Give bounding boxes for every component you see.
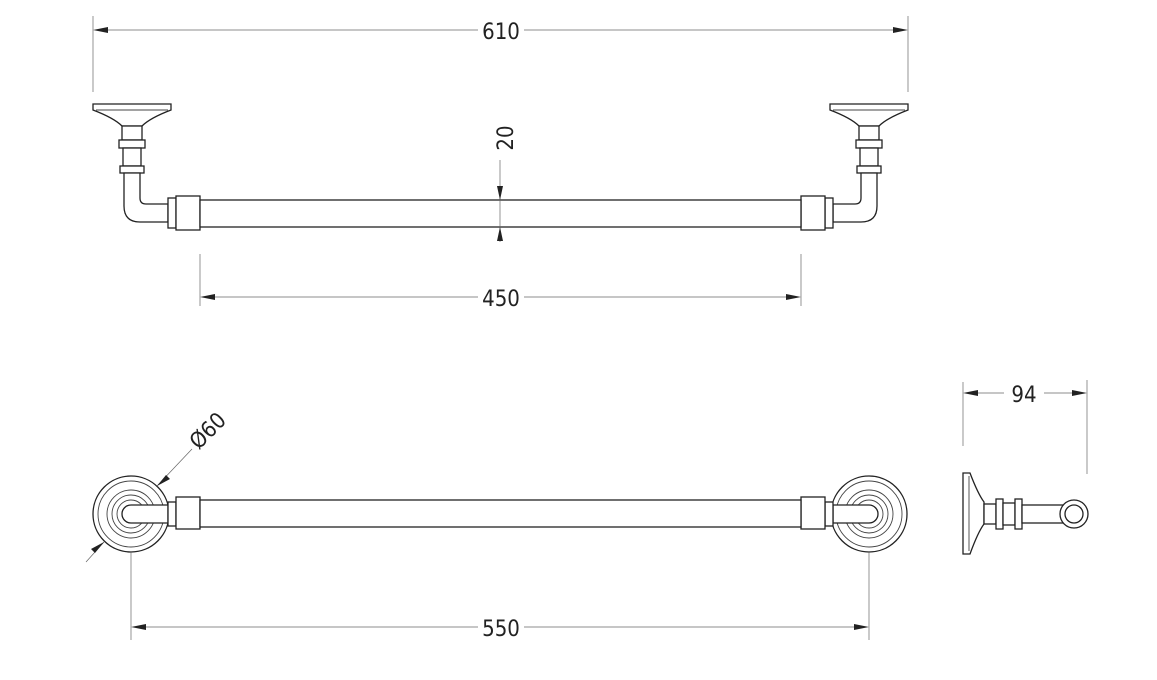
left-wall-bracket	[92, 103, 201, 231]
projection-label: 94	[1011, 383, 1036, 408]
bar-diameter-label: 20	[494, 125, 519, 150]
towel-bar	[199, 199, 802, 228]
right-wall-bracket	[800, 103, 909, 231]
dimension-projection: 94	[962, 380, 1088, 474]
dimension-bar-length: 450	[199, 254, 802, 312]
side-elevation: 94	[962, 380, 1089, 555]
left-rose	[92, 475, 201, 553]
dimension-centres: 550	[130, 552, 870, 642]
towel-bar-plan	[199, 499, 802, 528]
side-bracket-profile	[962, 472, 1089, 555]
dimension-bar-diameter: 20	[494, 125, 519, 242]
rose-diameter-label: Ø60	[185, 408, 232, 455]
centres-label: 550	[482, 617, 520, 642]
overall-width-label: 610	[482, 20, 520, 45]
right-rose	[800, 475, 908, 553]
dimension-overall-width: 610	[92, 16, 909, 92]
bar-length-label: 450	[482, 287, 520, 312]
plan-view: Ø60 550	[85, 408, 908, 642]
front-elevation: 610	[92, 16, 909, 312]
